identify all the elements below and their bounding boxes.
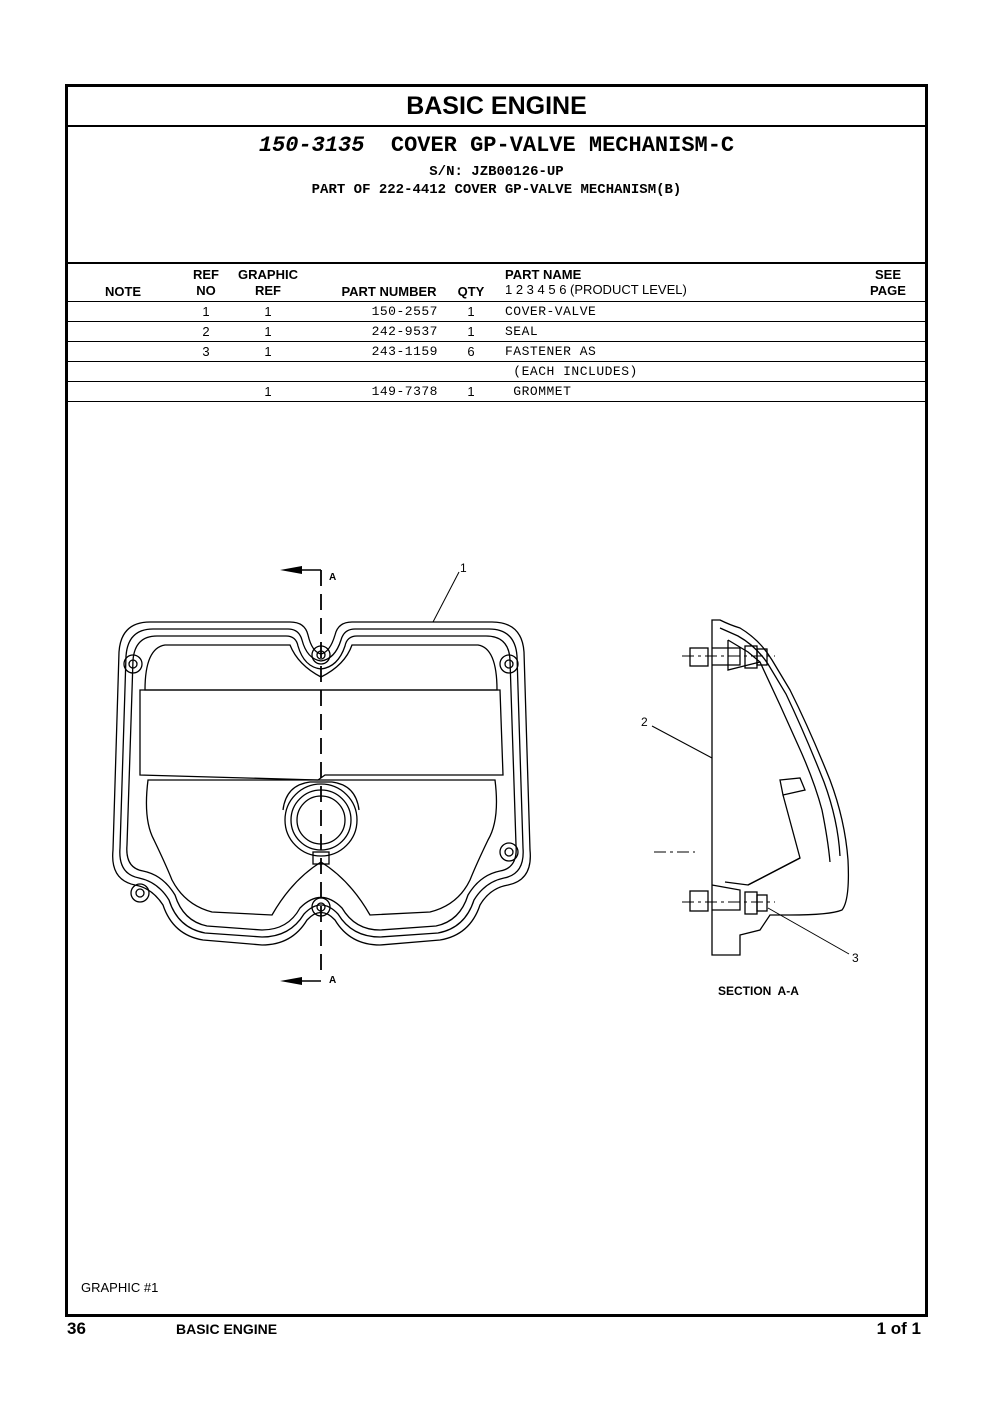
row-part-name: (EACH INCLUDES): [505, 364, 638, 379]
row-qty: 1: [467, 304, 475, 319]
group-title: 150-3135 COVER GP-VALVE MECHANISM-C: [68, 133, 925, 158]
row-part-number: 149-7378: [371, 384, 438, 399]
row-ref: 3: [202, 344, 210, 359]
col-part-number: PART NUMBER: [341, 284, 437, 299]
section-label: SECTION A-A: [718, 984, 799, 998]
section-line-aa: A A: [280, 566, 336, 986]
section-mark-top: A: [329, 572, 336, 583]
row-qty: 1: [467, 324, 475, 339]
table-row: 3 1 243-1159 6 FASTENER AS: [68, 342, 925, 362]
col-qty: QTY: [457, 284, 485, 299]
part-of-line: PART OF 222-4412 COVER GP-VALVE MECHANIS…: [311, 182, 682, 198]
col-product-level: 1 2 3 4 5 6 (PRODUCT LEVEL): [505, 282, 687, 297]
col-ref-bottom: NO: [196, 283, 216, 298]
serial-range: S/N: JZB00126-UP: [429, 164, 564, 180]
row-graphic-ref: 1: [264, 344, 272, 359]
section-a-a-view: [689, 619, 850, 956]
row-part-number: 242-9537: [371, 324, 438, 339]
footer-section: BASIC ENGINE: [176, 1321, 278, 1337]
row-graphic-ref: 1: [264, 324, 272, 339]
section-centerlines: [654, 655, 775, 903]
callout-1: 1: [460, 561, 467, 575]
group-title-block: 150-3135 COVER GP-VALVE MECHANISM-C S/N:…: [68, 127, 925, 263]
row-part-number: 243-1159: [371, 344, 438, 359]
table-row: 1 149-7378 1 GROMMET: [68, 382, 925, 402]
col-graphic-bottom: REF: [255, 283, 281, 298]
row-ref: 2: [202, 324, 210, 339]
group-part-number: 150-3135: [258, 133, 365, 158]
col-see-bottom: PAGE: [870, 283, 906, 298]
row-part-name: COVER-VALVE: [505, 304, 597, 319]
col-see-top: SEE: [874, 267, 901, 282]
page-header: BASIC ENGINE: [68, 87, 925, 127]
row-qty: 1: [467, 384, 475, 399]
callout-2: 2: [641, 715, 648, 729]
leader-line-3: [767, 907, 850, 955]
col-part-name: PART NAME: [505, 267, 582, 282]
table-row: 2 1 242-9537 1 SEAL: [68, 322, 925, 342]
row-graphic-ref: 1: [264, 304, 272, 319]
parts-table: NOTE REF NO GRAPHIC REF PART NUMBER QTY …: [68, 262, 925, 402]
section-mark-bottom: A: [329, 975, 336, 986]
footer-page-number: 36: [67, 1319, 86, 1338]
page-frame: BASIC ENGINE 150-3135 COVER GP-VALVE MEC…: [65, 84, 928, 1317]
col-ref-top: REF: [193, 267, 219, 282]
group-name: COVER GP-VALVE MECHANISM-C: [390, 133, 735, 158]
row-part-name: FASTENER AS: [505, 344, 597, 359]
row-ref: 1: [202, 304, 210, 319]
row-part-name: SEAL: [505, 324, 539, 339]
leader-line-2: [651, 725, 713, 759]
col-note: NOTE: [104, 284, 142, 299]
table-row: (EACH INCLUDES): [68, 362, 925, 382]
footer-page-of: 1 of 1: [876, 1319, 921, 1338]
callout-3: 3: [852, 951, 859, 965]
row-part-name: GROMMET: [505, 384, 572, 399]
row-part-number: 150-2557: [371, 304, 438, 319]
parts-table-header: NOTE REF NO GRAPHIC REF PART NUMBER QTY …: [68, 264, 925, 302]
row-graphic-ref: 1: [264, 384, 272, 399]
leader-line-1: [432, 571, 460, 623]
table-row: 1 1 150-2557 1 COVER-VALVE: [68, 302, 925, 322]
graphic-label: GRAPHIC #1: [81, 1280, 159, 1295]
row-qty: 6: [467, 344, 475, 359]
col-graphic-top: GRAPHIC: [238, 267, 298, 282]
